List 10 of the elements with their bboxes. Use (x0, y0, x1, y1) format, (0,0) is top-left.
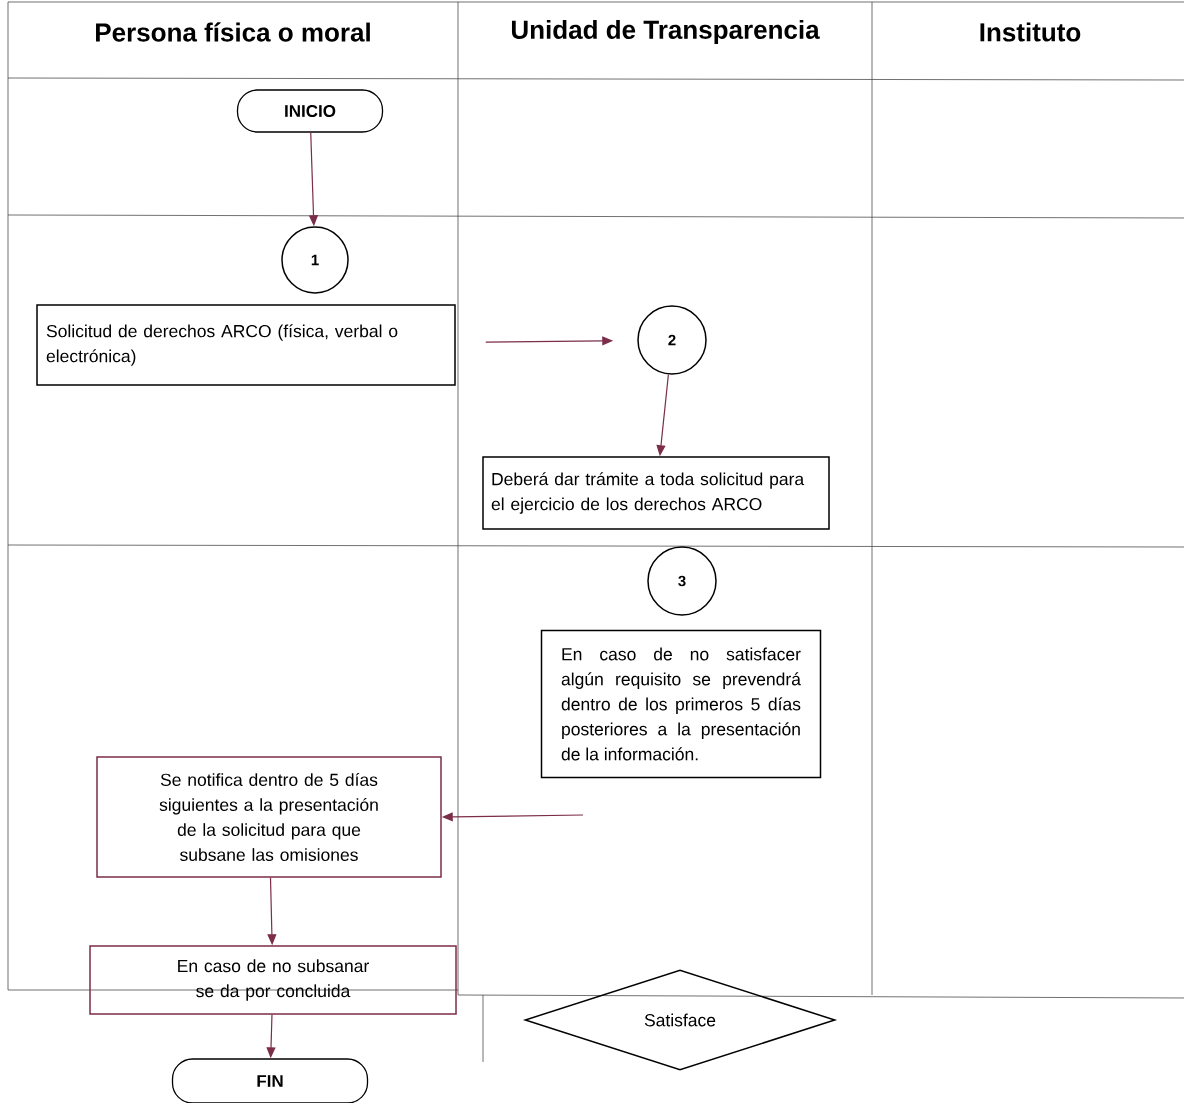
column-header: Instituto (980, 22, 1081, 42)
column-header: Unidad de Transparencia (511, 19, 820, 45)
process-box: Solicitud de derechos ARCO (física, verbal o electrónica) (36, 304, 456, 386)
terminal-box: INICIO (236, 89, 384, 133)
terminal-box: FIN (171, 1058, 369, 1103)
column-header: Persona física o moral (96, 22, 370, 42)
process-box: En caso de no satisfacer algún requisito se prevendrá dentro de los primeros 5 días posteriores a la presentación de la información. (540, 629, 822, 779)
process-box: Deberá dar trámite a toda solicitud para el ejercicio de los derechos ARCO (482, 456, 830, 530)
process-box: En caso de no subsanar se da por concluida (89, 945, 457, 1015)
process-box: Se notifica dentro de 5 días siguientes a la presentación de la solicitud para que subsane las omisiones (96, 756, 442, 878)
